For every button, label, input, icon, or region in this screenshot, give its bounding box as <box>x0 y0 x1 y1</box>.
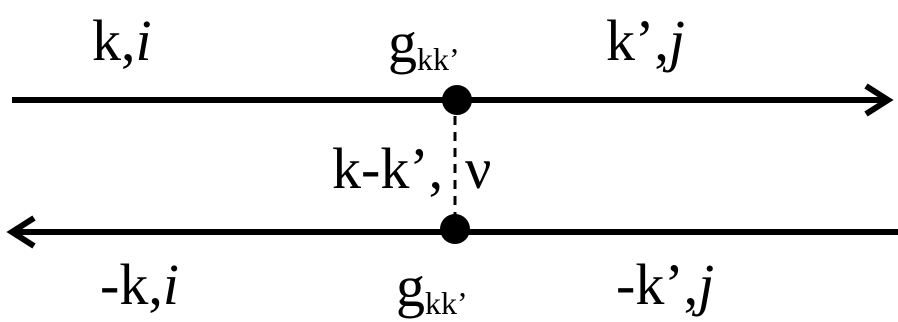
top-right-index: j <box>668 8 685 73</box>
top-right-momentum: k’, <box>606 8 669 73</box>
top-left-momentum: k, <box>92 8 136 73</box>
phonon-label: k-k’,ν <box>332 140 491 198</box>
top-arrowhead <box>864 83 894 117</box>
bottom-left-label: -k,i <box>100 256 179 314</box>
bottom-left-index: i <box>162 252 179 317</box>
phonon-mode: ν <box>465 136 492 201</box>
top-left-index: i <box>135 8 152 73</box>
top-vertex-subscript: kk’ <box>417 41 460 77</box>
top-vertex-label: gkk’ <box>388 14 460 76</box>
phonon-momentum: k-k’, <box>332 136 444 201</box>
top-vertex <box>442 85 472 115</box>
bottom-vertex-label: gkk’ <box>396 258 468 320</box>
bottom-left-momentum: -k, <box>100 252 163 317</box>
bottom-right-label: -k’,j <box>616 256 714 314</box>
bottom-vertex-coupling: g <box>396 254 425 319</box>
bottom-vertex-subscript: kk’ <box>425 285 468 321</box>
bottom-arrowhead <box>6 215 36 249</box>
bottom-right-index: j <box>698 252 715 317</box>
bottom-right-momentum: -k’, <box>616 252 699 317</box>
top-right-label: k’,j <box>606 12 685 70</box>
top-vertex-coupling: g <box>388 10 417 75</box>
bottom-vertex <box>440 214 470 244</box>
top-left-label: k,i <box>92 12 152 70</box>
